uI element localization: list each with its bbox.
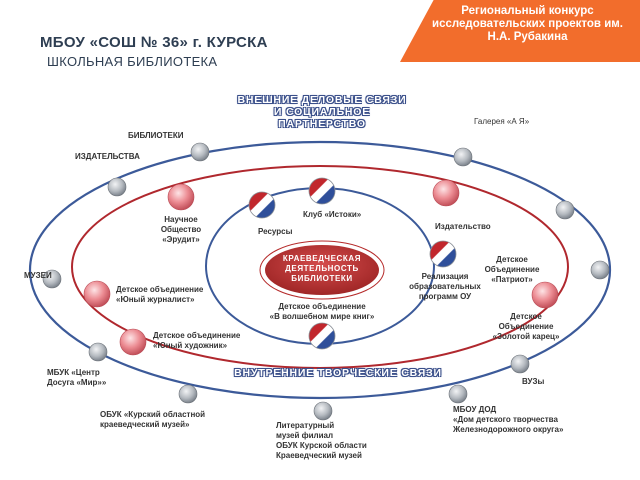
outer-node-obuk <box>178 384 198 404</box>
middle-node-pencil <box>531 281 559 309</box>
middle-node-erudit <box>167 183 195 211</box>
center-node-border <box>259 240 385 300</box>
internal-heading: ВНУТРЕННИЕ ТВОРЧЕСКИЕ СВЯЗИ <box>234 367 442 379</box>
label-publishers: ИЗДАТЕЛЬСТВА <box>75 152 140 161</box>
label-libraries: БИБЛИОТЕКИ <box>128 131 184 140</box>
middle-ring <box>71 165 569 369</box>
label-patriot: Детское Объединение «Патриот» <box>484 255 540 284</box>
outer-node-mbou-dod <box>448 384 468 404</box>
middle-node-publisher <box>432 179 460 207</box>
label-resources: Ресурсы <box>258 227 293 236</box>
outer-node-publishers <box>107 177 127 197</box>
outer-node-universities <box>510 354 530 374</box>
outer-node-right-top <box>555 200 575 220</box>
label-publisher: Издательство <box>435 222 491 231</box>
outer-node-right <box>590 260 610 280</box>
center-node <box>263 243 381 297</box>
label-mbuk: МБУК «Центр Досуга «Мир»» <box>47 368 107 387</box>
external-heading: ВНЕШНИЕ ДЕЛОВЫЕ СВЯЗИ И СОЦИАЛЬНОЕ ПАРТН… <box>237 94 407 130</box>
label-obuk: ОБУК «Курский областной краеведческий му… <box>100 410 206 429</box>
label-gallery: Галерея «А Я» <box>474 117 530 126</box>
label-pencil: Детское Объединение «Золотой карец» <box>492 312 560 341</box>
library-title: ШКОЛЬНАЯ БИБЛИОТЕКА <box>47 54 218 69</box>
outer-ring <box>28 140 612 400</box>
label-mbou-dod: МБОУ ДОД «Дом детского творчества Железн… <box>453 405 564 434</box>
label-museums: МУЗЕИ <box>24 271 52 280</box>
label-artist: Детское объединение «Юный художник» <box>153 331 241 350</box>
label-literary-museum: Литературный музей филиал ОБУК Курской о… <box>276 421 367 460</box>
center-label: КРАЕВЕДЧЕСКАЯ ДЕЯТЕЛЬНОСТЬ БИБЛИОТЕКИ <box>282 254 362 283</box>
outer-node-gallery <box>453 147 473 167</box>
middle-node-journalist <box>83 280 111 308</box>
label-journalist: Детское объединение «Юный журналист» <box>116 285 204 304</box>
contest-title: Региональный конкурс исследовательских п… <box>432 5 623 43</box>
contest-banner <box>400 0 640 62</box>
label-programs: Реализация образовательных программ ОУ <box>409 272 481 301</box>
label-universities: ВУЗы <box>522 377 545 386</box>
outer-node-mbuk <box>88 342 108 362</box>
inner-node-resources <box>248 191 276 219</box>
label-istoki: Клуб «Истоки» <box>303 210 362 219</box>
outer-node-literary-museum <box>313 401 333 421</box>
label-erudit: Научное Общество «Эрудит» <box>160 215 202 244</box>
inner-node-books <box>308 322 336 350</box>
label-books: Детское объединение «В волшебном мире кн… <box>269 302 375 321</box>
middle-node-artist <box>119 328 147 356</box>
outer-node-museums <box>42 269 62 289</box>
outer-node-libraries <box>190 142 210 162</box>
school-title: МБОУ «СОШ № 36» г. КУРСКА <box>40 34 268 51</box>
inner-node-programs <box>429 240 457 268</box>
inner-node-istoki <box>308 177 336 205</box>
